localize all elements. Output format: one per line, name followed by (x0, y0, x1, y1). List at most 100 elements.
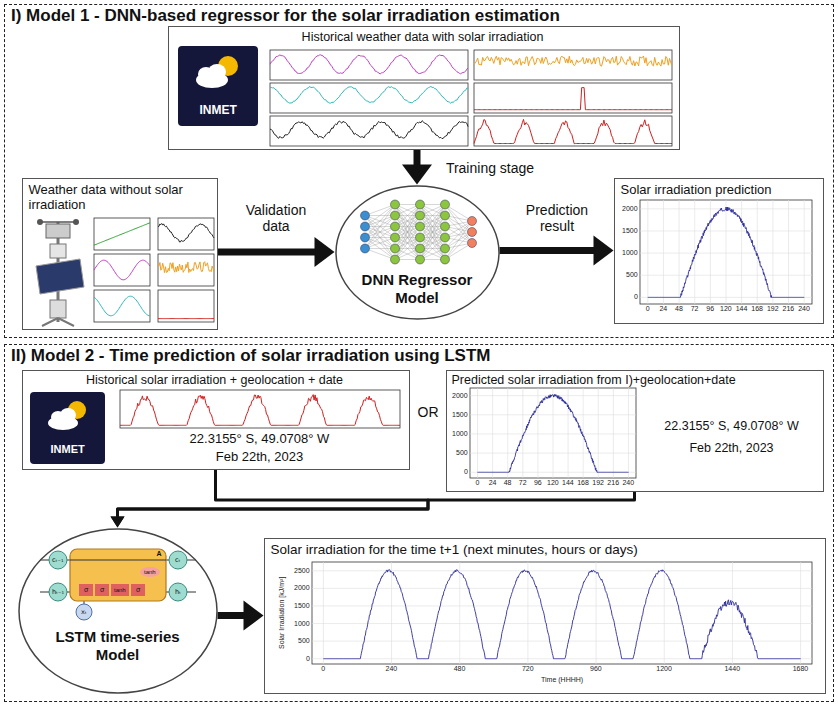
panel-region: I) Model 1 - DNN-based regressor for the… (4, 4, 834, 338)
plot-frame (158, 254, 214, 286)
text-label: 144 (736, 305, 748, 313)
network-link (365, 205, 395, 216)
box-title: Historical weather data with solar irrad… (169, 30, 677, 45)
box-title: II) Model 2 - Time prediction of solar i… (11, 346, 823, 366)
grid-line (694, 200, 695, 304)
text-label: 0 (321, 665, 325, 673)
flow-arrow (500, 236, 614, 266)
data-curve (648, 207, 804, 297)
plot-frame (640, 200, 812, 304)
neuron (468, 217, 477, 226)
neuron (441, 222, 450, 231)
model-ellipse: LSTM time-series Model (18, 528, 218, 694)
text-label: 0 (476, 479, 480, 487)
neuron (416, 200, 425, 209)
flow-arrow (111, 492, 635, 528)
box-text: 22.3155° S, 49.0708° W (119, 431, 401, 447)
grid-line (663, 200, 664, 304)
text-label: 0 (464, 468, 468, 476)
text-label: 720 (522, 665, 534, 673)
text-label: 24 (659, 305, 667, 313)
neuron (416, 233, 425, 242)
text-label: 1680 (793, 665, 809, 673)
data-curve (323, 570, 800, 659)
network-link (395, 205, 420, 238)
text-label: σ (84, 586, 88, 594)
box-title: Historical solar irradiation + geolocati… (23, 373, 407, 388)
data-curve (158, 262, 214, 273)
text-label: 1200 (656, 665, 672, 673)
text-label: 1500 (622, 227, 638, 235)
data-curve (474, 56, 672, 66)
plot-frame (158, 218, 214, 250)
text-label: Solar Irradiation [kJ/m²] (278, 577, 286, 649)
box-title: Weather data without solar irradiation (29, 182, 207, 213)
network-link (420, 227, 445, 260)
arrow-head (594, 236, 614, 266)
box-text: Feb 22th, 2023 (645, 441, 819, 456)
text-label: 96 (534, 479, 542, 487)
neuron (416, 222, 425, 231)
text-label: 500 (626, 271, 638, 279)
grid-line (613, 388, 614, 478)
text-label: 168 (751, 305, 763, 313)
text-label: 144 (562, 479, 574, 487)
grid-line (583, 388, 584, 478)
network-link (365, 205, 395, 238)
text-label: xₜ (81, 609, 87, 616)
neuron (468, 239, 477, 248)
neuron (441, 244, 450, 253)
box-text: Feb 22th, 2023 (119, 449, 401, 465)
model-ellipse: DNN Regressor Model (335, 185, 500, 320)
data-curve (158, 318, 214, 319)
neuron (391, 200, 400, 209)
text-label: A (157, 550, 162, 558)
data-curve (94, 260, 150, 280)
text-label: 240 (622, 479, 634, 487)
text-label: 48 (504, 479, 512, 487)
state-circle (76, 604, 92, 620)
network-link (395, 227, 420, 260)
plot-frame (270, 83, 468, 113)
grid-line (788, 200, 789, 304)
plot-frame (94, 290, 150, 322)
network-link (395, 205, 420, 238)
network-link (395, 227, 420, 260)
ellipse-outline (336, 186, 499, 319)
data-curve (120, 395, 400, 426)
data-curve (478, 395, 629, 473)
grid-line (459, 562, 460, 664)
logo-tile (30, 392, 105, 464)
grid-line (537, 388, 538, 478)
network-link (365, 249, 395, 260)
text-label: hₜ₋₁ (52, 589, 64, 596)
text-label: 2000 (622, 205, 638, 213)
flow-arrow (402, 150, 432, 185)
grid-line (741, 200, 742, 304)
text-label: 120 (547, 479, 559, 487)
grid-line (664, 562, 665, 664)
plot-frame (94, 254, 150, 286)
neuron (391, 233, 400, 242)
text-label: 192 (767, 305, 779, 313)
neuron (416, 211, 425, 220)
grid-line (527, 562, 528, 664)
text-label: 1500 (294, 602, 310, 610)
neuron (441, 200, 450, 209)
neuron (391, 244, 400, 253)
grid-line (507, 388, 508, 478)
network-link (420, 205, 445, 238)
text-label: cₜ₋₁ (52, 557, 64, 564)
text-label: 500 (298, 637, 310, 645)
flow-arrow (111, 470, 429, 528)
text-label: 2000 (452, 392, 468, 400)
gate-box (95, 584, 109, 596)
grid-line (312, 588, 812, 589)
cell-state-line (70, 559, 166, 560)
text-label: 1000 (294, 620, 310, 628)
panel-region: II) Model 2 - Time prediction of solar i… (4, 344, 834, 702)
cloud-icon (208, 64, 226, 80)
box-text: 22.3155° S, 49.0708° W (645, 419, 819, 434)
network-link (365, 238, 395, 249)
data-box: Solar irradiation prediction (614, 178, 824, 324)
